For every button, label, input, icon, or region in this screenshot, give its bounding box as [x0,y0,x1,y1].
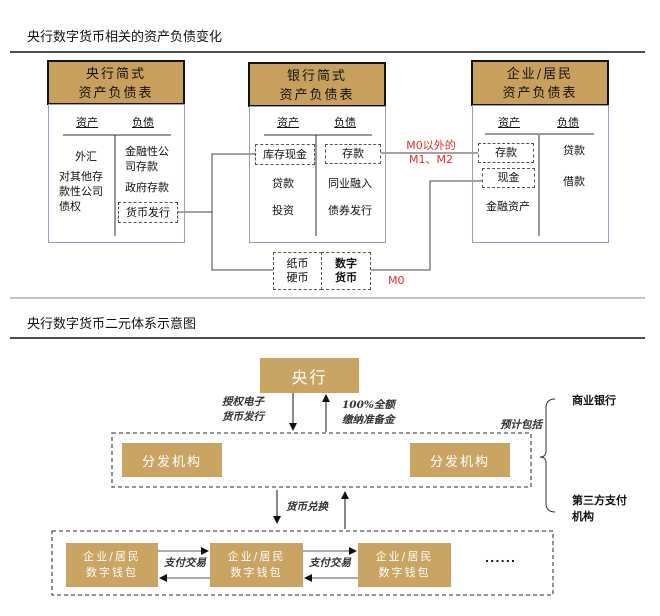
vault-cash-box: 库存现金 [255,144,315,165]
asset-item: 外汇 [75,150,97,163]
asset-item: 贷款 [272,177,294,190]
bank-sheet-header: 银行简式资产负债表 [248,62,386,107]
header-line: 银行简式 [286,69,347,84]
bank-deposit-box: 存款 [325,144,381,164]
assets-label: 资产 [277,116,299,129]
paper-coin-box: 纸币硬币 [273,252,322,290]
header-line: 资产负债表 [279,88,355,103]
household-cash-box: 现金 [482,168,535,188]
liability-item: 借款 [563,175,585,188]
liability-item: 政府存款 [125,181,169,194]
liability-item: 同业融入 [328,177,372,190]
payment-label: 支付交易 [164,557,206,569]
issue-label: 授权电子货币发行 [222,396,264,423]
distributor-box: 分发机构 [122,443,222,477]
wallet-box: 企业/居民数字钱包 [66,543,158,587]
header-line: 央行简式 [85,67,146,82]
wallet-box: 企业/居民数字钱包 [210,543,303,587]
liability-item: 金融性公司存款 [125,145,169,173]
liability-item: 债券发行 [328,204,372,217]
exchange-label: 货币兑换 [286,501,328,513]
m0-label: M0 [388,274,405,287]
liabilities-label: 负债 [334,116,356,129]
commercial-bank-label: 商业银行 [572,394,616,407]
asset-item: 投资 [272,204,294,217]
central-bank-sheet-body [48,104,185,243]
assets-label: 资产 [76,116,98,129]
payment-label: 支付交易 [309,557,351,569]
liabilities-label: 负债 [132,116,154,129]
liability-item: 贷款 [563,144,585,157]
section1-title: 央行数字货币相关的资产负债变化 [27,30,223,45]
household-sheet-body [472,105,609,243]
currency-issuance-box: 货币发行 [118,202,178,223]
expected-label: 预计包括 [500,419,542,431]
bank-sheet-body [249,106,386,243]
household-sheet-header: 企业/居民资产负债表 [471,60,609,106]
third-party-payment-label: 第三方支付机构 [572,494,627,523]
header-line: 资产负债表 [78,86,154,101]
wallet-box: 企业/居民数字钱包 [358,543,451,587]
reserve-label: 100%全额缴纳准备金 [342,399,395,426]
liabilities-label: 负债 [557,116,579,129]
asset-item: 对其他存款性公司债权 [59,170,103,213]
label-line: M0以外的 [406,139,456,152]
assets-label: 资产 [498,116,520,129]
section2-title: 央行数字货币二元体系示意图 [27,317,197,332]
central-bank-box: 央行 [260,358,359,393]
header-line: 资产负债表 [502,86,578,101]
central-bank-sheet-header: 央行简式资产负债表 [47,60,185,105]
asset-item: 金融资产 [486,200,530,213]
distributor-box: 分发机构 [410,443,510,477]
label-line: M1、M2 [409,153,453,166]
household-deposit-box: 存款 [478,143,534,163]
header-line: 企业/居民 [506,67,574,82]
more-ellipsis: ...... [485,552,517,565]
digital-currency-box: 数字货币 [321,252,371,290]
